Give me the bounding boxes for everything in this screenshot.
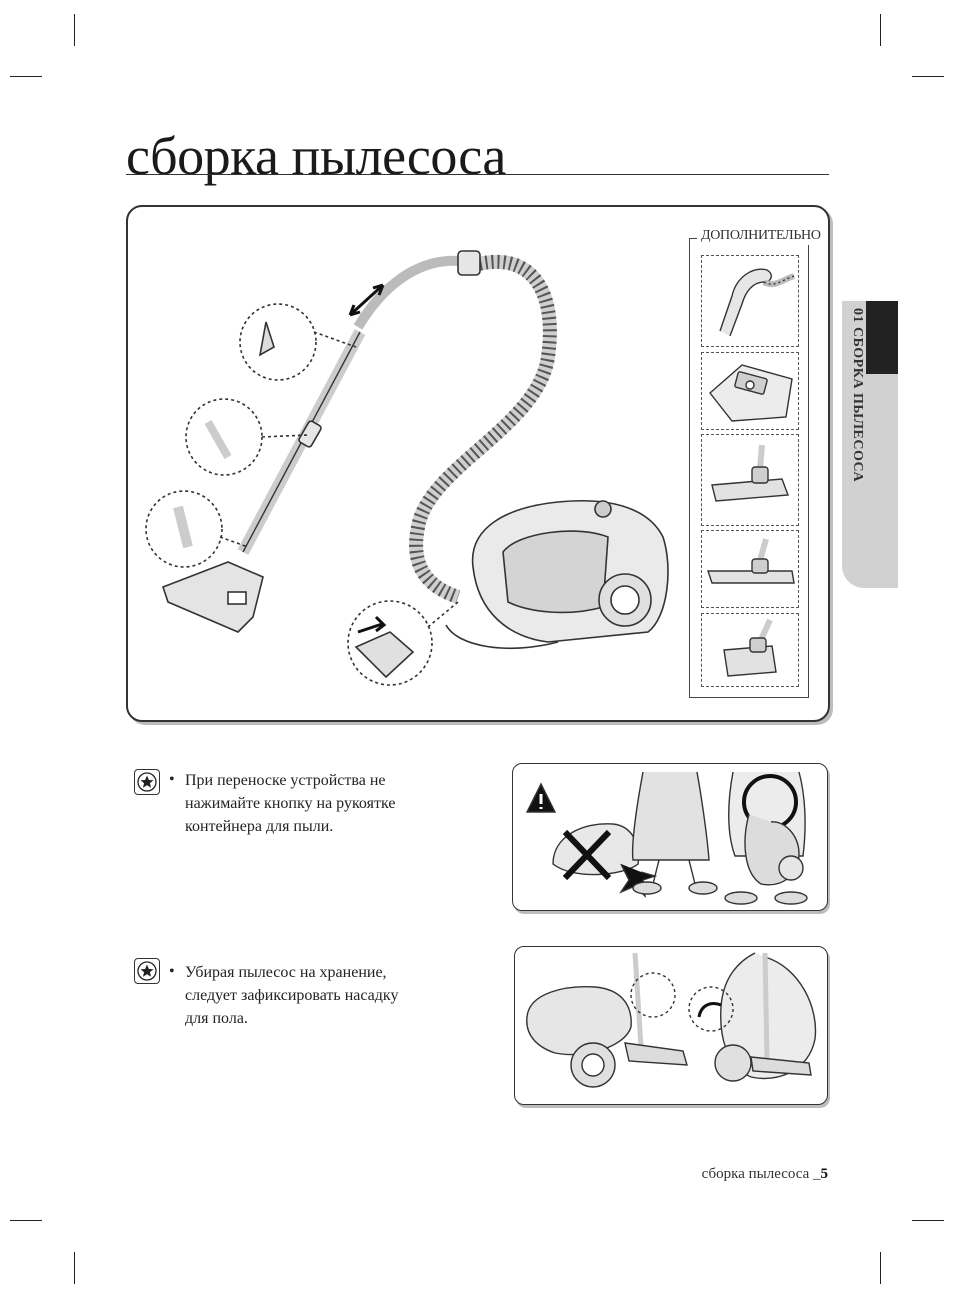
crop-mark: [912, 1220, 944, 1221]
optional-item-handle: [701, 255, 799, 347]
page-footer: сборка пылесоса _5: [702, 1166, 828, 1183]
handle-with-hose-icon: [719, 268, 796, 337]
crop-mark: [912, 76, 944, 77]
note-icon: [134, 769, 160, 795]
optional-accessories-label: ДОПОЛНИТЕЛЬНО: [697, 227, 825, 245]
note-text: При переноске устройства не нажимайте кн…: [185, 769, 395, 838]
parquet-brush-icon: [707, 538, 795, 584]
bullet: •: [169, 771, 175, 788]
page-number: 5: [820, 1166, 829, 1182]
vacuum-assembly-illustration: [145, 250, 669, 686]
note-text: Убирая пылесос на хранение, следует зафи…: [185, 961, 398, 1030]
crop-mark: [10, 76, 42, 77]
carry-warning-illustration: [512, 763, 828, 911]
crop-mark: [880, 14, 881, 46]
mini-turbo-brush-icon: [723, 618, 777, 677]
note-line: Убирая пылесос на хранение,: [185, 964, 387, 981]
page-title: сборка пылесоса: [126, 126, 506, 186]
title-underline: [126, 174, 829, 175]
crop-mark: [10, 1220, 42, 1221]
note-line: контейнера для пыли.: [185, 818, 334, 835]
footer-section-name: сборка пылесоса _: [701, 1166, 821, 1182]
note-line: для пола.: [185, 1010, 248, 1027]
note-line: нажимайте кнопку на рукоятке: [185, 795, 396, 812]
optional-item-parquet-brush: [701, 530, 799, 608]
section-tab-marker: [866, 301, 898, 374]
optional-item-mini-turbo-brush: [701, 613, 799, 687]
bullet: •: [169, 963, 175, 980]
note-icon: [134, 958, 160, 984]
note-line: При переноске устройства не: [185, 772, 386, 789]
section-tab-label: 01 СБОРКА ПЫЛЕСОСА: [850, 308, 865, 483]
crop-mark: [74, 1252, 75, 1284]
storage-illustration: [514, 946, 828, 1105]
star-icon: [137, 772, 157, 792]
crop-mark: [880, 1252, 881, 1284]
optional-item-dust-bag: [701, 352, 799, 430]
carry-warning-drawing: [525, 771, 808, 905]
star-icon: [137, 961, 157, 981]
turbo-brush-icon: [711, 444, 789, 502]
storage-drawing: [526, 952, 817, 1088]
optional-item-turbo-brush: [701, 434, 799, 526]
dust-bag-icon: [709, 364, 793, 422]
crop-mark: [74, 14, 75, 46]
note-line: следует зафиксировать насадку: [185, 987, 399, 1004]
